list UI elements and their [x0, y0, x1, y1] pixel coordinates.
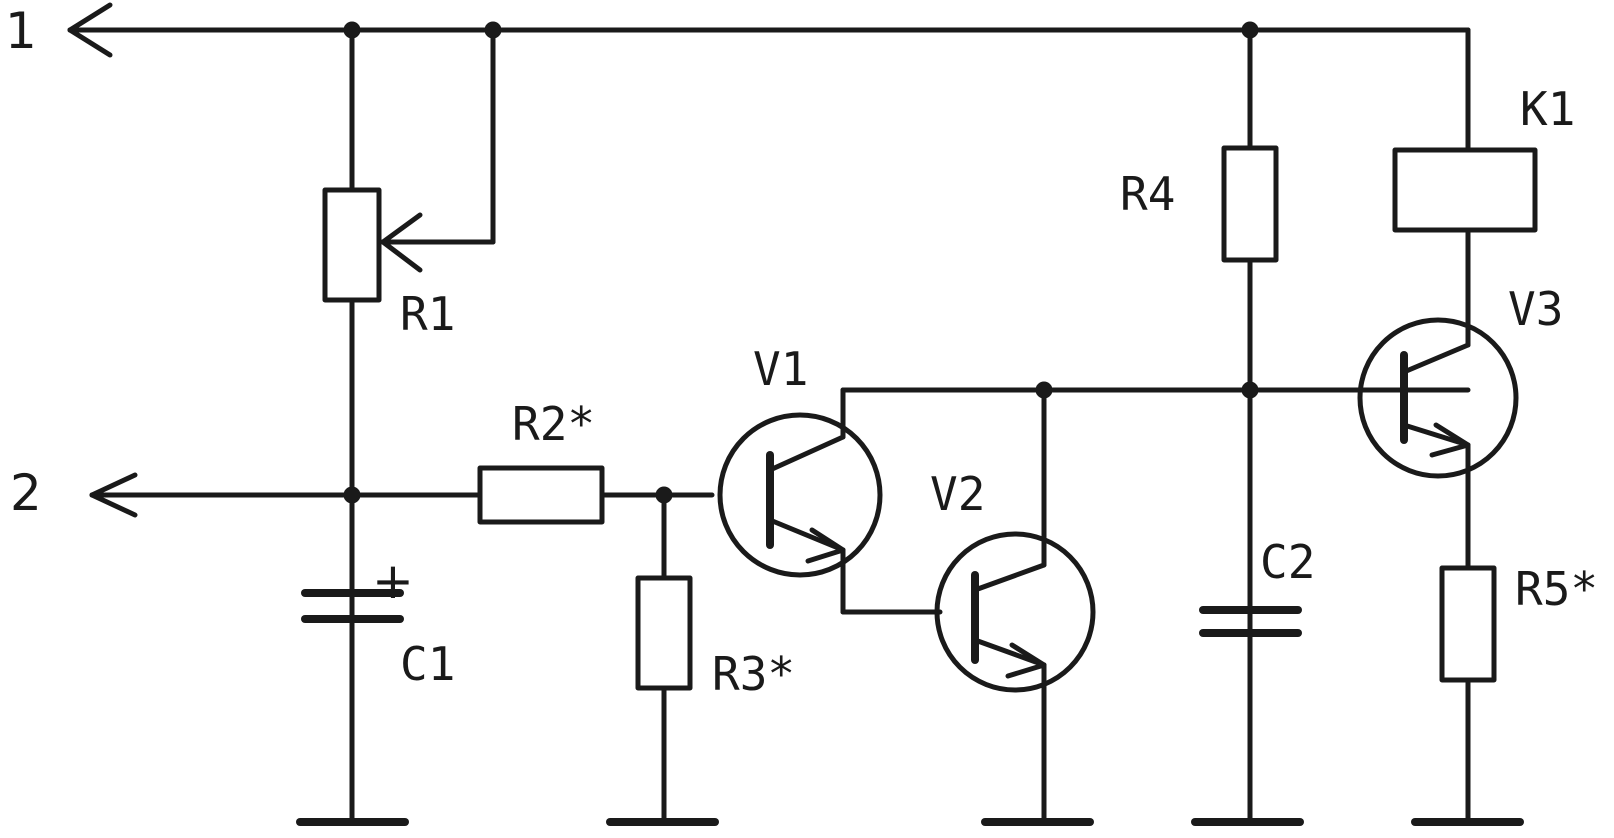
v1-collector: [767, 434, 846, 473]
r1-wiper-arrow: [380, 239, 423, 273]
resistor-r4: [1221, 145, 1279, 263]
terminal-2-label: 2: [10, 464, 42, 522]
terminal-1-label: 1: [5, 2, 37, 60]
resistor-r2: [477, 465, 605, 525]
resistor-r3: [635, 575, 693, 691]
transistor-v1: [717, 412, 883, 578]
relay-k1: [1392, 147, 1538, 233]
terminal-2-arrow: [89, 492, 138, 518]
transistor-v2: [934, 531, 1096, 693]
v2-emitter: [972, 637, 1047, 668]
junction-dot: [343, 486, 361, 504]
label-c1: C1: [400, 637, 455, 691]
label-r3: R3*: [712, 647, 795, 701]
label-r4: R4: [1120, 167, 1175, 221]
label-v3: V3: [1508, 282, 1563, 336]
terminal-1-arrow: [67, 2, 113, 33]
transistor-v3: [1357, 317, 1519, 479]
terminal-1-arrow: [67, 27, 113, 58]
label-v1: V1: [753, 342, 808, 396]
label-v2: V2: [930, 467, 985, 521]
terminal-2-arrow: [89, 472, 138, 498]
r1-wiper-arrow: [380, 212, 423, 245]
label-r5: R5*: [1515, 562, 1598, 616]
label-r1: R1: [400, 287, 455, 341]
v3-collector: [1401, 342, 1471, 375]
resistor-r5: [1439, 565, 1497, 683]
label-c2: C2: [1260, 535, 1315, 589]
label-r2: R2*: [512, 397, 595, 451]
v1-emitter-arrow: [805, 527, 846, 564]
v2-collector: [972, 562, 1047, 593]
v3-emitter-arrow: [1429, 422, 1471, 458]
v3-emitter: [1401, 422, 1471, 448]
label-k1: K1: [1520, 82, 1575, 136]
c1-polarity-mark: +: [372, 552, 414, 610]
resistor-r1: [322, 187, 382, 303]
v2-emitter-arrow: [1005, 642, 1047, 679]
